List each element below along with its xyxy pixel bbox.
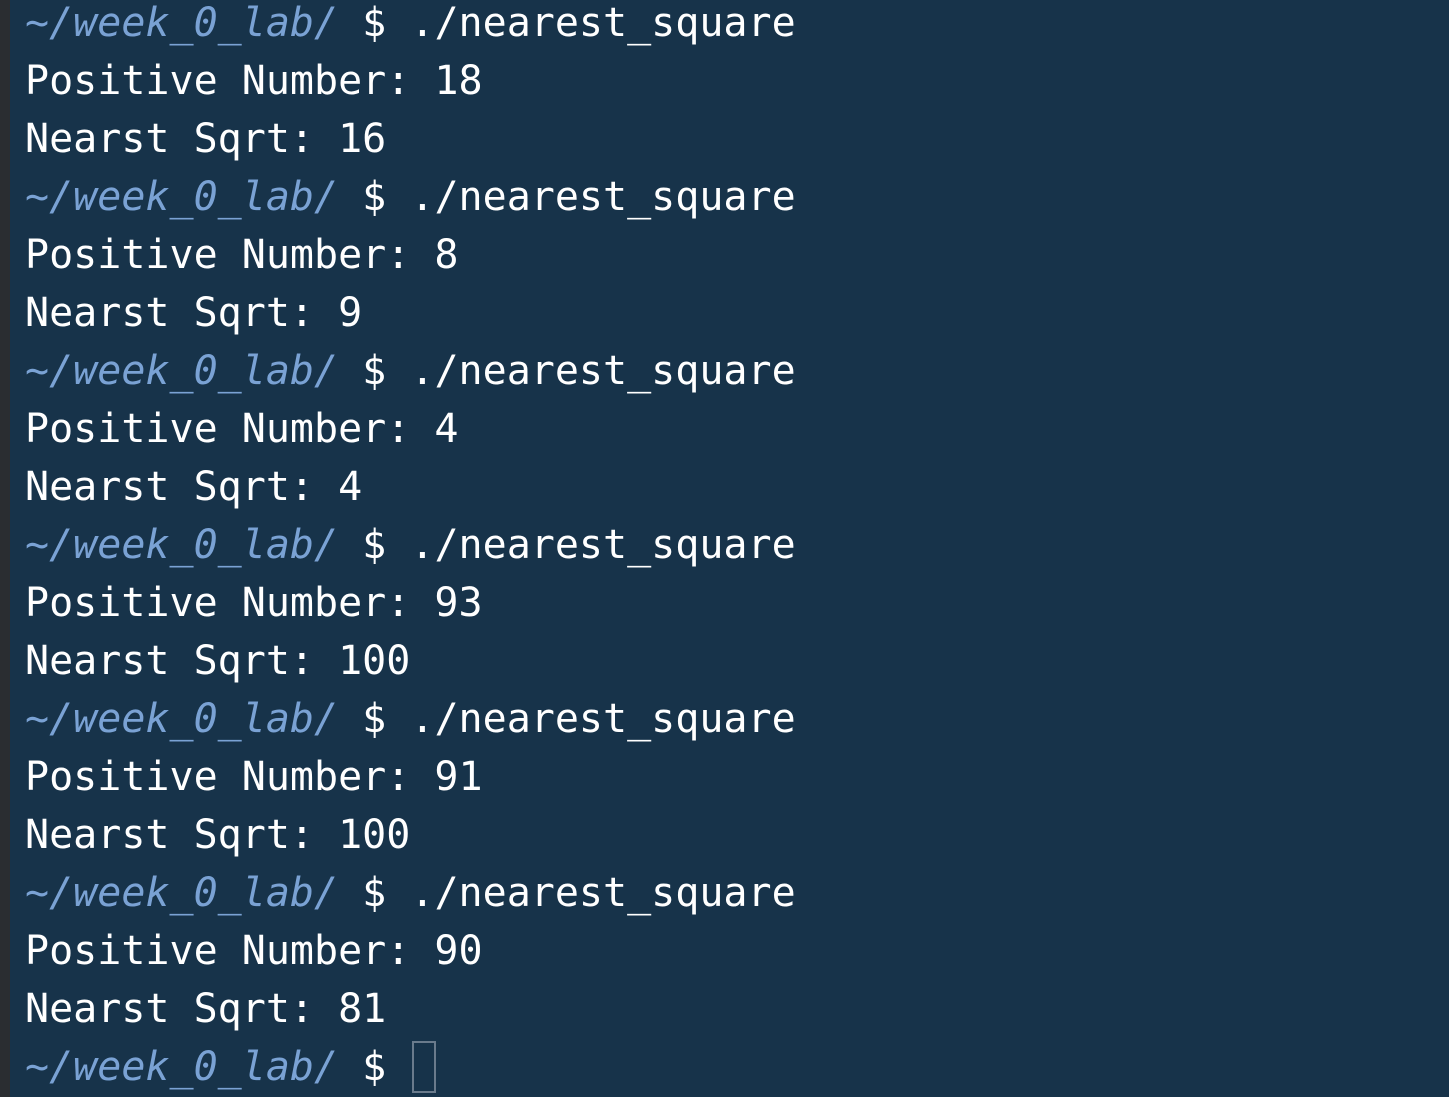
- output-value: 4: [338, 464, 363, 510]
- prompt-path: ~/week_0_lab/: [25, 174, 339, 220]
- output-value: 16: [338, 116, 387, 162]
- input-line: Positive Number: 18: [25, 52, 796, 110]
- output-label: Nearst Sqrt:: [25, 812, 314, 858]
- prompt-path: ~/week_0_lab/: [25, 0, 339, 46]
- input-label: Positive Number:: [25, 406, 411, 452]
- output-line: Nearst Sqrt: 9: [25, 284, 796, 342]
- output-value: 81: [338, 986, 387, 1032]
- input-value: 93: [434, 580, 483, 626]
- prompt-line: ~/week_0_lab/ $ ./nearest_square: [25, 0, 796, 52]
- prompt-path: ~/week_0_lab/: [25, 522, 339, 568]
- prompt-path: ~/week_0_lab/: [25, 1044, 339, 1090]
- output-value: 9: [338, 290, 363, 336]
- input-label: Positive Number:: [25, 58, 411, 104]
- input-value: 18: [434, 58, 483, 104]
- prompt-path: ~/week_0_lab/: [25, 696, 339, 742]
- input-line: Positive Number: 90: [25, 922, 796, 980]
- prompt-symbol: $: [362, 348, 387, 394]
- input-line: Positive Number: 4: [25, 400, 796, 458]
- active-prompt-line[interactable]: ~/week_0_lab/ $: [25, 1038, 796, 1096]
- command-text: ./nearest_square: [410, 174, 796, 220]
- output-line: Nearst Sqrt: 81: [25, 980, 796, 1038]
- output-line: Nearst Sqrt: 100: [25, 632, 796, 690]
- prompt-line: ~/week_0_lab/ $ ./nearest_square: [25, 516, 796, 574]
- prompt-symbol: $: [362, 0, 387, 46]
- input-value: 91: [434, 754, 483, 800]
- input-line: Positive Number: 91: [25, 748, 796, 806]
- output-label: Nearst Sqrt:: [25, 638, 314, 684]
- prompt-line: ~/week_0_lab/ $ ./nearest_square: [25, 690, 796, 748]
- input-label: Positive Number:: [25, 232, 411, 278]
- output-label: Nearst Sqrt:: [25, 986, 314, 1032]
- output-label: Nearst Sqrt:: [25, 464, 314, 510]
- output-label: Nearst Sqrt:: [25, 290, 314, 336]
- prompt-line: ~/week_0_lab/ $ ./nearest_square: [25, 168, 796, 226]
- input-value: 8: [434, 232, 459, 278]
- terminal-window[interactable]: ~/week_0_lab/ $ ./nearest_square Positiv…: [10, 0, 1449, 1097]
- output-value: 100: [338, 812, 411, 858]
- command-text: ./nearest_square: [410, 348, 796, 394]
- output-line: Nearst Sqrt: 4: [25, 458, 796, 516]
- command-text: ./nearest_square: [410, 0, 796, 46]
- prompt-symbol: $: [362, 522, 387, 568]
- prompt-symbol: $: [362, 1044, 387, 1090]
- command-text: ./nearest_square: [410, 522, 796, 568]
- prompt-symbol: $: [362, 174, 387, 220]
- output-label: Nearst Sqrt:: [25, 116, 314, 162]
- text-cursor: [412, 1041, 437, 1093]
- terminal-output: ~/week_0_lab/ $ ./nearest_square Positiv…: [25, 0, 796, 1096]
- input-label: Positive Number:: [25, 754, 411, 800]
- input-label: Positive Number:: [25, 580, 411, 626]
- prompt-line: ~/week_0_lab/ $ ./nearest_square: [25, 342, 796, 400]
- prompt-symbol: $: [362, 870, 387, 916]
- input-value: 90: [434, 928, 483, 974]
- output-line: Nearst Sqrt: 100: [25, 806, 796, 864]
- command-text: ./nearest_square: [410, 696, 796, 742]
- prompt-line: ~/week_0_lab/ $ ./nearest_square: [25, 864, 796, 922]
- output-value: 100: [338, 638, 411, 684]
- input-value: 4: [434, 406, 459, 452]
- prompt-symbol: $: [362, 696, 387, 742]
- output-line: Nearst Sqrt: 16: [25, 110, 796, 168]
- prompt-path: ~/week_0_lab/: [25, 870, 339, 916]
- input-line: Positive Number: 8: [25, 226, 796, 284]
- command-text: ./nearest_square: [410, 870, 796, 916]
- prompt-path: ~/week_0_lab/: [25, 348, 339, 394]
- input-line: Positive Number: 93: [25, 574, 796, 632]
- input-label: Positive Number:: [25, 928, 411, 974]
